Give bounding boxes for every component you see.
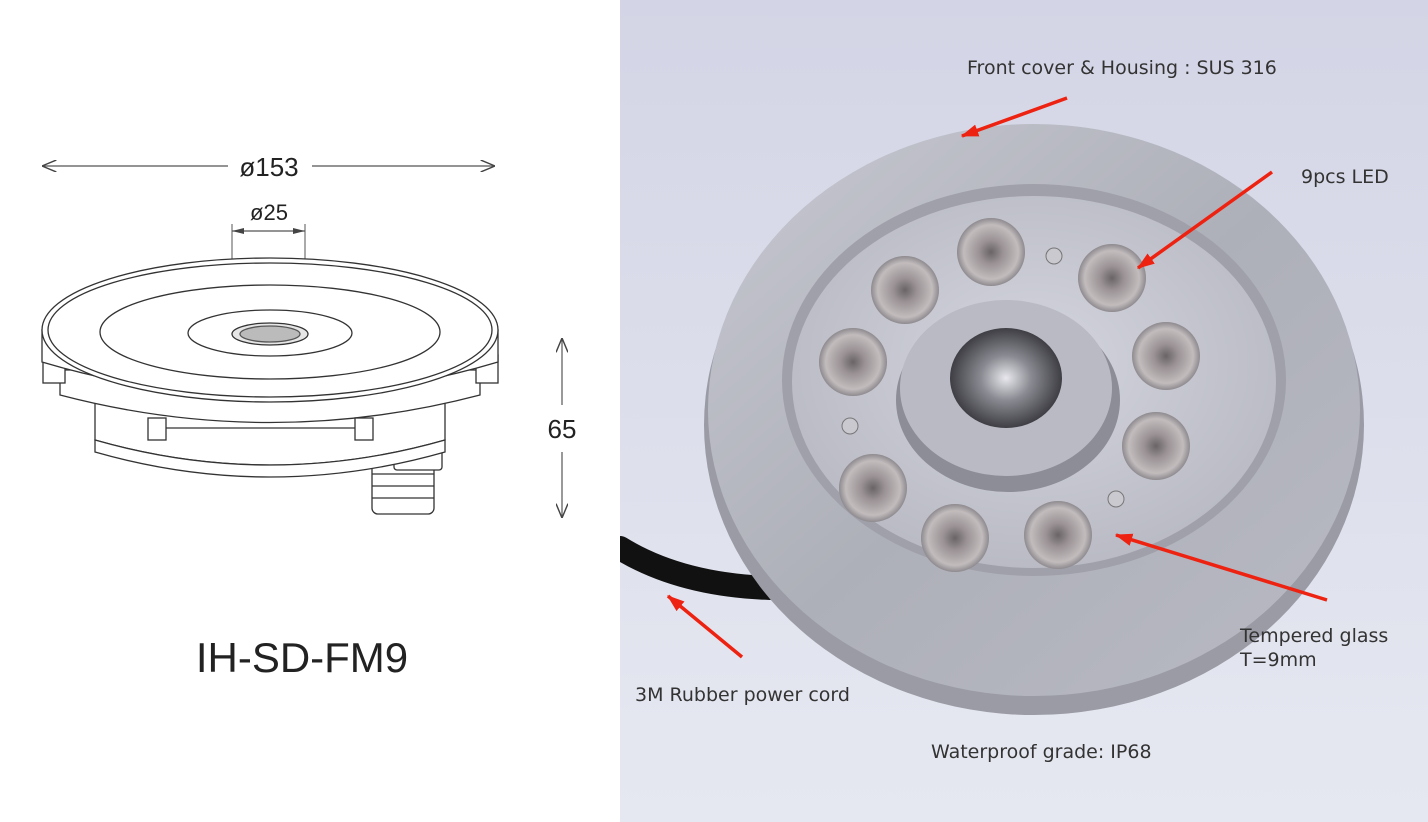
- led-4: [839, 454, 907, 522]
- led-9: [1078, 244, 1146, 312]
- led-6: [1024, 501, 1092, 569]
- arrow-led: [1136, 170, 1274, 270]
- dim-outer-label: ø153: [239, 152, 298, 182]
- model-name: IH-SD-FM9: [196, 634, 408, 681]
- led-1: [957, 218, 1025, 286]
- product-photo-panel: Front cover & Housing : SUS 316 9pcs LED…: [620, 0, 1428, 822]
- led-2: [871, 256, 939, 324]
- callout-glass: Tempered glass T=9mm: [1240, 625, 1388, 673]
- led-3: [819, 328, 887, 396]
- dim-inner-label: ø25: [250, 200, 288, 225]
- arrow-housing: [960, 96, 1068, 138]
- callout-arrows: [666, 96, 1328, 659]
- lamp-drawing: [41, 257, 499, 515]
- dim-inner-arrow-left: [232, 228, 244, 234]
- led-5: [921, 504, 989, 572]
- dim-height-label: 65: [548, 414, 577, 444]
- arrow-glass: [1114, 533, 1328, 602]
- screw-2: [841, 417, 859, 435]
- callout-glass-line1: Tempered glass: [1240, 625, 1389, 647]
- arrow-cord: [666, 594, 744, 659]
- lamp-photo: [704, 124, 1364, 715]
- callout-waterproof: Waterproof grade: IP68: [931, 741, 1152, 763]
- power-cord: [620, 536, 782, 600]
- technical-drawing: ø153 ø25 65: [41, 152, 577, 681]
- led-8: [1132, 322, 1200, 390]
- screw-3: [1107, 490, 1125, 508]
- led-array: [819, 218, 1200, 572]
- center-hole: [950, 328, 1062, 428]
- product-photo: [620, 0, 1428, 822]
- technical-drawing-panel: ø153 ø25 65: [0, 0, 620, 822]
- callout-housing: Front cover & Housing : SUS 316: [967, 57, 1277, 79]
- callout-glass-line2: T=9mm: [1240, 648, 1317, 671]
- callout-cord: 3M Rubber power cord: [635, 684, 850, 706]
- callout-led: 9pcs LED: [1301, 166, 1389, 188]
- dim-inner-arrow-right: [293, 228, 305, 234]
- led-7: [1122, 412, 1190, 480]
- screw-1: [1045, 247, 1063, 265]
